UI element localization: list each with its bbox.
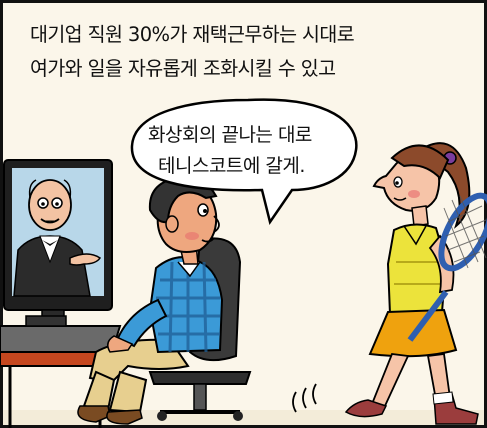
monitor xyxy=(3,159,113,329)
walking-woman xyxy=(344,142,487,425)
speech-line-1: 화상회의 끝나는 대로 xyxy=(148,124,312,146)
tennis-racket xyxy=(407,192,487,342)
caption-line-1: 대기업 직원 30%가 재택근무하는 시대로 xyxy=(30,23,355,46)
speech-line-2: 테니스코트에 갈게. xyxy=(158,155,305,177)
motion-lines-icon xyxy=(292,383,317,413)
speech-bubble xyxy=(130,98,358,225)
caption-line-2: 여가와 일을 자유롭게 조화시킬 수 있고 xyxy=(30,57,336,80)
